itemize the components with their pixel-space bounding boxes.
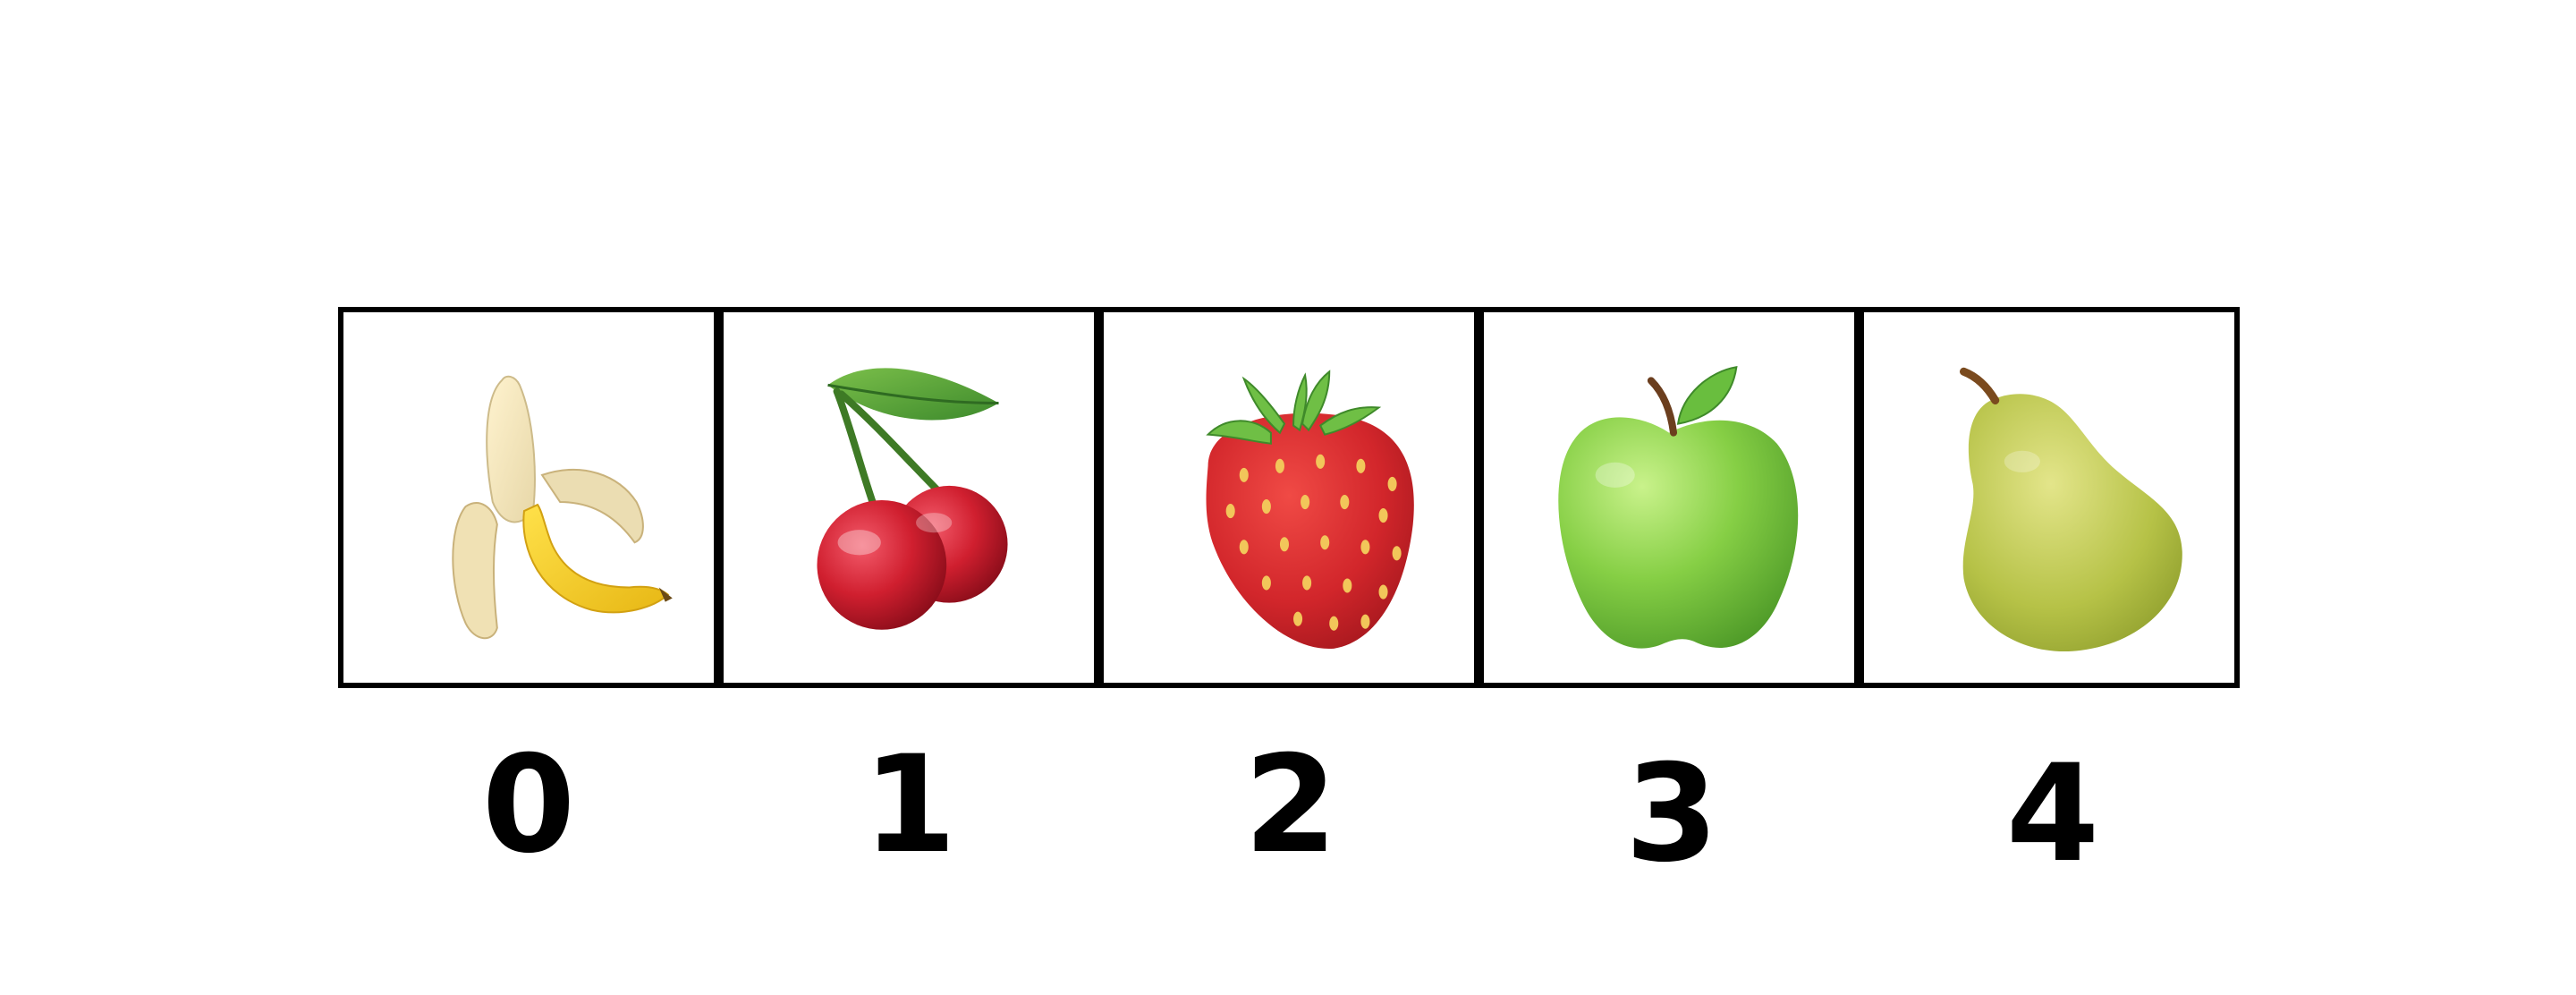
- index-label-3: 3: [1624, 736, 1719, 892]
- index-label-2: 2: [1243, 727, 1338, 883]
- fruit-cell-0: [338, 307, 719, 688]
- index-label-0: 0: [481, 727, 576, 883]
- index-labels: 0 1 2 3 4: [338, 727, 2245, 886]
- strawberry-icon: [1206, 370, 1414, 650]
- fruit-cell-4: [1859, 307, 2240, 688]
- green-apple-icon: [1558, 366, 1799, 649]
- fruit-strip: [338, 307, 2245, 688]
- index-label-4: 4: [2005, 736, 2100, 892]
- cherries-icon: [817, 368, 1008, 630]
- index-label-1: 1: [862, 727, 957, 883]
- fruit-cell-1: [718, 307, 1099, 688]
- fruit-cell-2: [1098, 307, 1479, 688]
- banana-icon: [452, 375, 673, 640]
- fruit-cell-3: [1479, 307, 1860, 688]
- pear-icon: [1960, 367, 2182, 652]
